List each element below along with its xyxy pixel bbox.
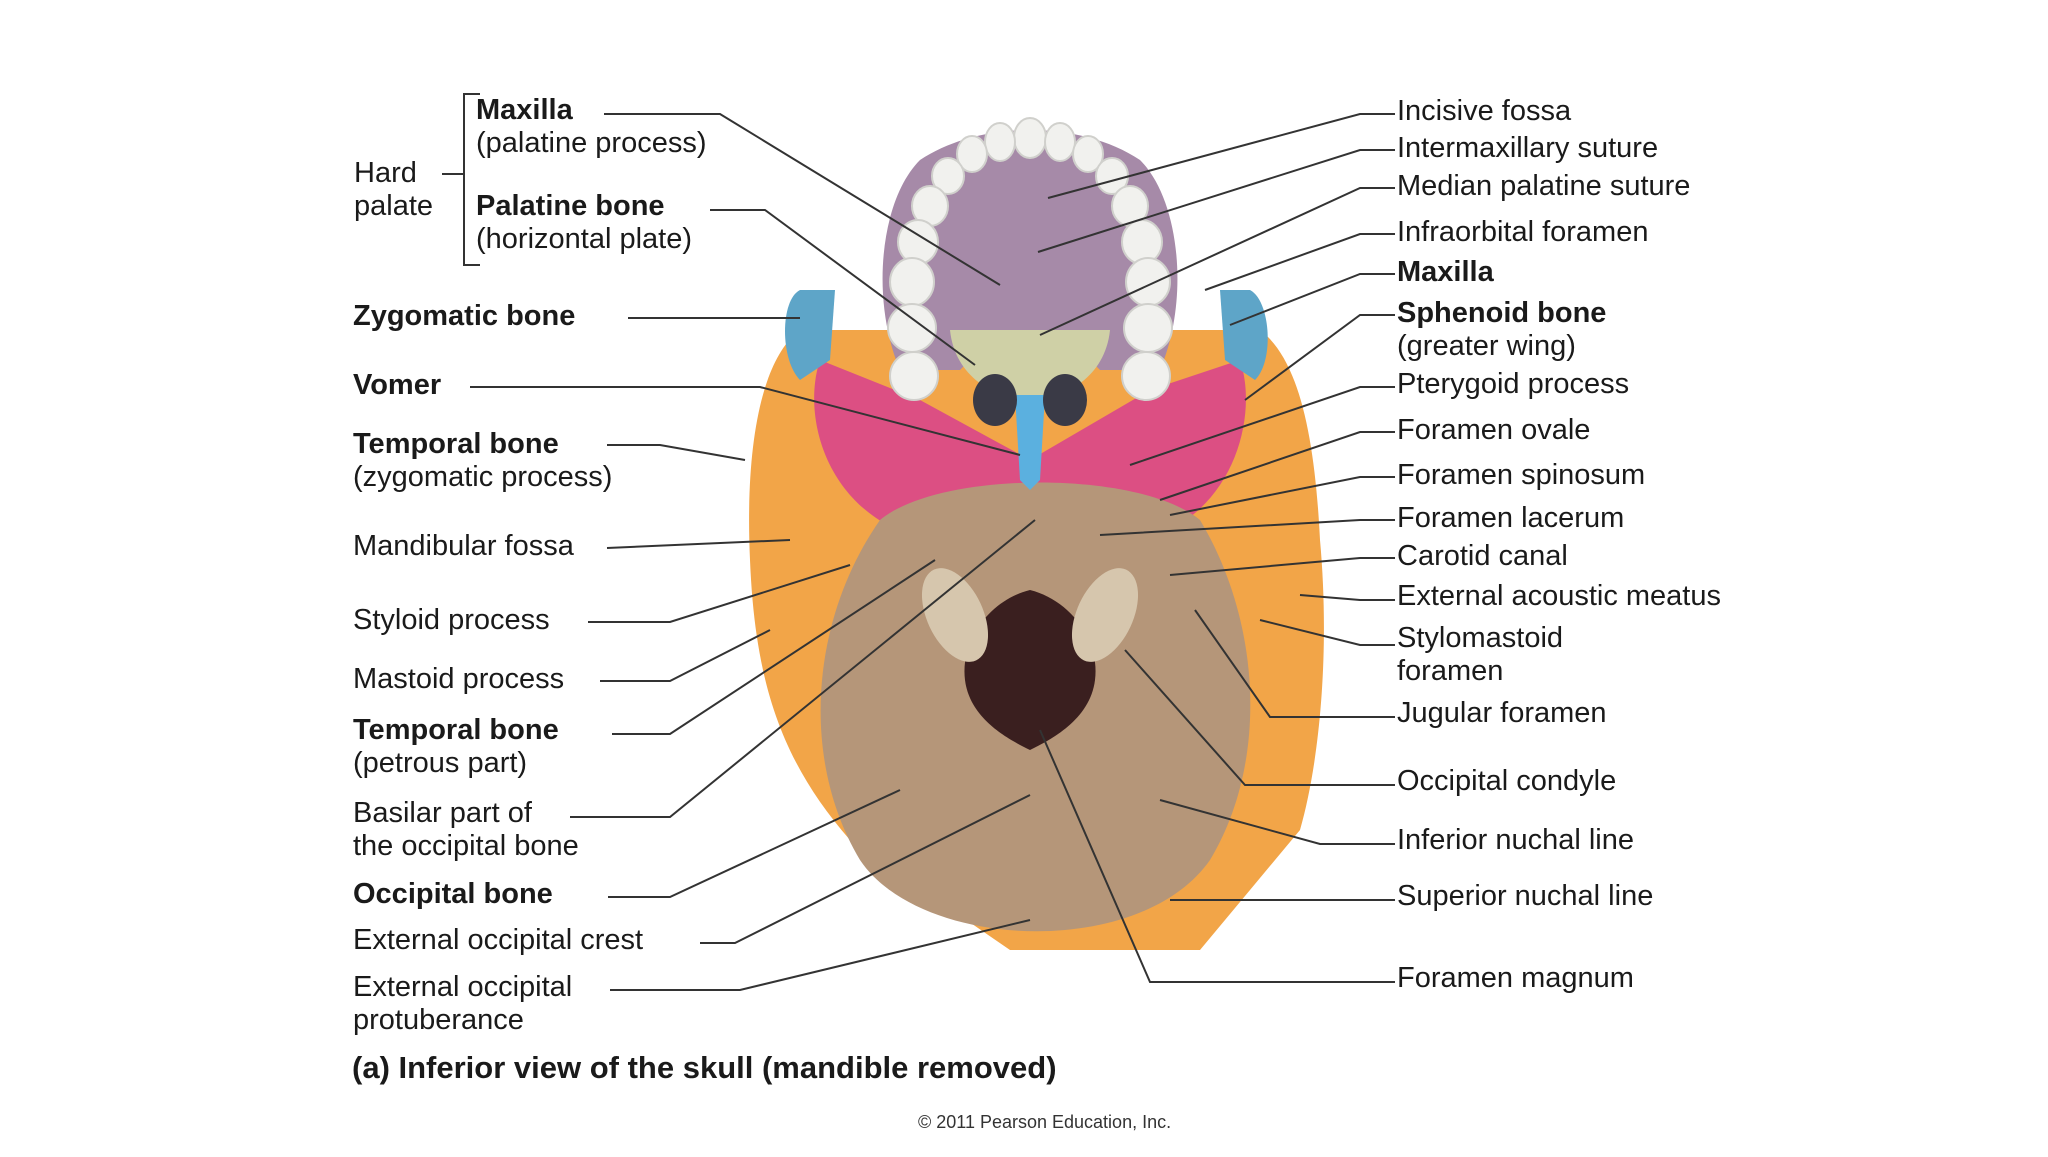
hard-palate-line-1: Hard <box>354 157 417 189</box>
label-sphenoid-bone: Sphenoid bone (greater wing) <box>1397 297 1607 362</box>
left-occipital-condyle <box>921 568 989 662</box>
label-vomer: Vomer <box>353 369 442 401</box>
label-basilar-occipital: Basilar part of the occipital bone <box>353 797 579 862</box>
label-ext-occipital-protuberance: External occipital protuberance <box>353 971 573 1036</box>
foramen-magnum-shape <box>964 590 1096 750</box>
zygomatic-right-region <box>1220 290 1268 380</box>
leader-lines <box>470 113 1395 991</box>
vomer-region <box>1015 395 1045 490</box>
teeth-arch <box>887 117 1173 401</box>
hard-palate-bracket <box>442 93 480 266</box>
label-foramen-spinosum: Foramen spinosum <box>1397 459 1646 491</box>
hard-palate-group-label: Hard palate <box>354 157 433 223</box>
label-temporal-zygomatic: Temporal bone (zygomatic process) <box>353 428 613 493</box>
label-occipital-condyle: Occipital condyle <box>1397 765 1617 797</box>
label-external-acoustic-meatus: External acoustic meatus <box>1397 580 1721 612</box>
label-stylomastoid-foramen: Stylomastoid foramen <box>1397 622 1564 687</box>
copyright-notice: © 2011 Pearson Education, Inc. <box>918 1112 1172 1132</box>
label-pterygoid-process: Pterygoid process <box>1397 368 1630 400</box>
label-maxilla: Maxilla <box>1397 256 1494 288</box>
label-inferior-nuchal-line: Inferior nuchal line <box>1397 824 1634 856</box>
label-median-palatine-suture: Median palatine suture <box>1397 170 1691 202</box>
figure-caption: (a) Inferior view of the skull (mandible… <box>352 1050 1057 1085</box>
label-mastoid-process: Mastoid process <box>353 663 565 695</box>
right-occipital-condyle <box>1071 568 1139 662</box>
label-jugular-foramen: Jugular foramen <box>1397 697 1607 729</box>
label-incisive-fossa: Incisive fossa <box>1397 95 1572 127</box>
hard-palate-line-2: palate <box>354 190 434 222</box>
label-mandibular-fossa: Mandibular fossa <box>353 530 574 562</box>
label-styloid-process: Styloid process <box>353 604 550 636</box>
label-zygomatic-bone: Zygomatic bone <box>353 300 576 332</box>
zygomatic-left-region <box>785 290 835 380</box>
label-carotid-canal: Carotid canal <box>1397 540 1568 572</box>
label-temporal-petrous: Temporal bone (petrous part) <box>353 714 559 779</box>
label-foramen-ovale: Foramen ovale <box>1397 414 1591 446</box>
left-choana <box>973 374 1017 426</box>
label-palatine-bone: Palatine bone (horizontal plate) <box>476 190 692 255</box>
label-infraorbital-foramen: Infraorbital foramen <box>1397 216 1649 248</box>
label-intermaxillary-suture: Intermaxillary suture <box>1397 132 1659 164</box>
label-foramen-magnum: Foramen magnum <box>1397 962 1634 994</box>
right-choana <box>1043 374 1087 426</box>
label-superior-nuchal-line: Superior nuchal line <box>1397 880 1654 912</box>
label-ext-occipital-crest: External occipital crest <box>353 924 644 956</box>
label-foramen-lacerum: Foramen lacerum <box>1397 502 1625 534</box>
label-maxilla-palatine: Maxilla (palatine process) <box>476 94 707 159</box>
label-occipital-bone: Occipital bone <box>353 878 553 910</box>
